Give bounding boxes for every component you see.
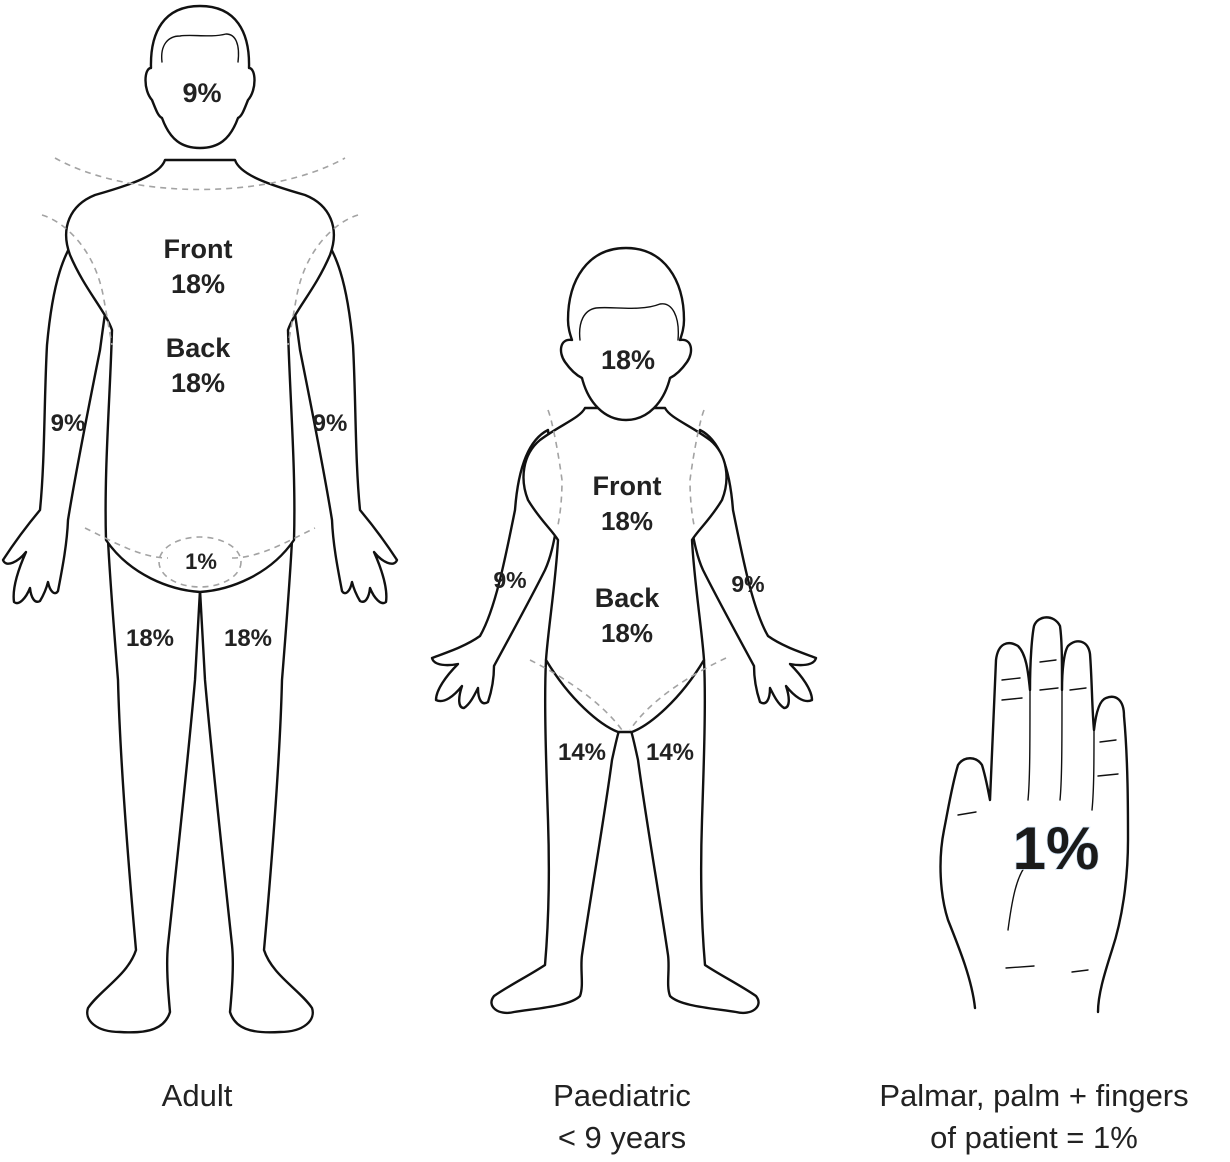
child-front-title: Front	[593, 471, 662, 501]
adult-groin-label: 1%	[185, 549, 217, 574]
child-right-hip-boundary	[629, 657, 727, 731]
adult-head-label: 9%	[182, 78, 221, 108]
hand-crease-4	[1039, 687, 1059, 691]
adult-left-shoulder-boundary	[41, 214, 113, 346]
adult-groin-ellipse	[158, 536, 242, 588]
hand-crease-2	[1001, 697, 1023, 701]
adult-right-arm-label: 9%	[313, 410, 348, 437]
child-back-title: Back	[595, 583, 661, 613]
hand-palm-line-2	[1005, 965, 1035, 969]
hand-crease-3	[1039, 659, 1057, 663]
adult-left-arm	[1, 223, 114, 605]
adult-left-leg-label: 18%	[126, 625, 174, 652]
adult-back-title: Back	[166, 333, 232, 363]
adult-front-value: 18%	[171, 269, 225, 299]
hand-crease-5	[1069, 687, 1087, 691]
adult-torso	[65, 158, 335, 594]
hand-crease-6	[1099, 739, 1117, 743]
palm-hand: 1%	[939, 616, 1130, 1014]
hand-outline	[939, 616, 1130, 1014]
hand-crease-7	[1097, 773, 1119, 777]
child-left-arm-label: 9%	[493, 567, 526, 593]
hand-palm-line-1	[1007, 867, 1025, 931]
paediatric-caption-line2: < 9 years	[558, 1120, 686, 1155]
adult-legs	[86, 538, 314, 1034]
hand-finger-line-2	[1059, 689, 1063, 801]
adult-right-shoulder-boundary	[287, 214, 359, 346]
adult-head	[144, 4, 256, 150]
hand-finger-line-3	[1091, 729, 1095, 811]
adult-right-arm	[286, 223, 399, 605]
child-left-arm	[430, 428, 560, 710]
child-right-arm-label: 9%	[731, 571, 764, 597]
adult-back-value: 18%	[171, 368, 225, 398]
adult-caption: Adult	[162, 1078, 233, 1113]
hand-finger-line-1	[1027, 689, 1031, 801]
child-left-shoulder-boundary	[547, 409, 563, 526]
adult-groin-boundary	[84, 527, 169, 559]
adult-right-leg-label: 18%	[224, 625, 272, 652]
adult-figure: 9% Front 18% Back 18% 9% 9% 1% 18% 18%	[1, 4, 399, 1034]
child-torso	[522, 406, 728, 734]
paediatric-figure: 18% Front 18% Back 18% 9% 9% 14% 14%	[430, 246, 818, 1015]
hand-thumb-crease	[957, 811, 977, 816]
hand-crease-1	[1001, 677, 1021, 681]
palm-value-label: 1%	[1013, 815, 1100, 882]
child-hairline	[578, 303, 679, 341]
adult-left-arm-label: 9%	[51, 410, 86, 437]
paediatric-caption-line1: Paediatric	[553, 1078, 691, 1113]
palmar-caption-line1: Palmar, palm + fingers	[879, 1078, 1188, 1113]
hand-palm-line-3	[1071, 969, 1089, 973]
adult-hairline	[161, 33, 240, 63]
adult-groin-boundary-right	[231, 527, 316, 559]
adult-front-title: Front	[164, 234, 233, 264]
child-head	[559, 246, 693, 422]
child-back-value: 18%	[601, 618, 653, 648]
adult-neck-boundary	[54, 157, 346, 191]
child-left-hip-boundary	[529, 659, 623, 731]
child-right-leg-label: 14%	[646, 739, 694, 766]
child-right-shoulder-boundary	[689, 409, 705, 526]
child-left-leg-label: 14%	[558, 739, 606, 766]
child-front-value: 18%	[601, 506, 653, 536]
palmar-caption-line2: of patient = 1%	[930, 1120, 1138, 1155]
child-head-label: 18%	[601, 345, 655, 375]
